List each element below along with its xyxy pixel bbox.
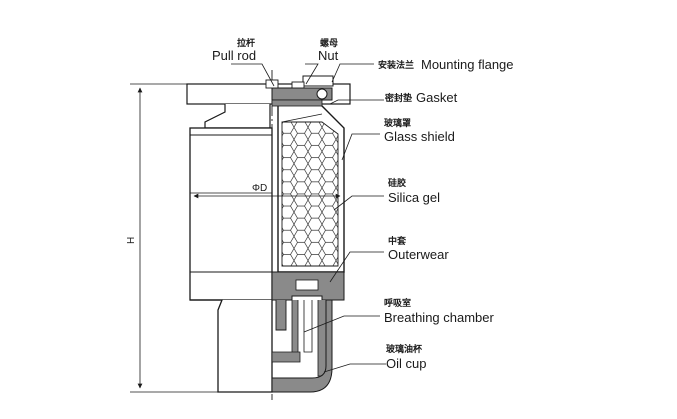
gasket-part: [271, 99, 323, 107]
breathing-chamber-part: [271, 300, 327, 377]
nut-part: [291, 81, 305, 89]
breathing-chamber-cn: 呼吸室: [384, 297, 411, 308]
label-pull-rod: 拉杆 Pull rod: [212, 37, 256, 63]
leader-lines: [231, 63, 386, 373]
label-breathing-chamber: 呼吸室 Breathing chamber: [384, 297, 495, 325]
glass-shield-part: [277, 103, 345, 273]
gasket-en: Gasket: [416, 90, 458, 105]
gasket-cn: 密封垫: [384, 92, 412, 103]
diameter-dimension: ΦD: [193, 183, 341, 199]
diameter-label: ΦD: [252, 183, 267, 194]
silica-gel-fill: [281, 121, 339, 267]
oil-cup-cn: 玻璃油杯: [386, 343, 423, 354]
label-oil-cup: 玻璃油杯 Oil cup: [386, 343, 426, 371]
outerwear-part: [271, 271, 345, 301]
oil-cup-en: Oil cup: [386, 356, 426, 371]
label-gasket: 密封垫 Gasket: [384, 90, 458, 105]
label-silica-gel: 硅胶 Silica gel: [388, 177, 440, 205]
label-glass-shield: 玻璃罩 Glass shield: [384, 117, 455, 144]
silica-gel-en: Silica gel: [388, 190, 440, 205]
nut-en: Nut: [318, 48, 339, 63]
breathing-chamber-en: Breathing chamber: [384, 310, 495, 325]
nut-cn: 螺母: [320, 37, 338, 48]
oil-cup-body: [190, 299, 273, 393]
pull-rod-cn: 拉杆: [237, 37, 255, 48]
pull-rod-part: [265, 79, 279, 89]
label-outerwear: 中套 Outerwear: [388, 235, 449, 262]
silica-gel-cn: 硅胶: [388, 177, 406, 188]
height-dimension: H: [126, 83, 218, 393]
glass-shield-en: Glass shield: [384, 129, 455, 144]
neck-part: [204, 104, 271, 129]
mounting-flange-en: Mounting flange: [421, 57, 514, 72]
glass-shield-cn: 玻璃罩: [384, 117, 411, 128]
outerwear-en: Outerwear: [388, 247, 449, 262]
oil-cup-part: [271, 299, 333, 393]
label-mounting-flange: 安装法兰 Mounting flange: [378, 57, 514, 72]
label-nut: 螺母 Nut: [318, 37, 339, 63]
outerwear-cn: 中套: [388, 235, 407, 246]
mounting-flange-cn: 安装法兰: [378, 59, 414, 70]
pull-rod-en: Pull rod: [212, 48, 256, 63]
outer-body: [189, 127, 273, 301]
height-label: H: [126, 237, 137, 244]
mounting-flange-part: [186, 75, 351, 105]
